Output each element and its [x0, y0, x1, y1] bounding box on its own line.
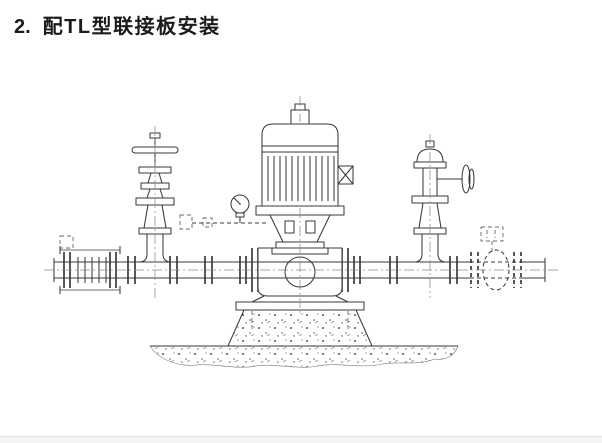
section-number: 2.	[14, 16, 31, 38]
gauge-cock-symbol	[179, 214, 193, 230]
pressure-gauge-assembly	[179, 194, 266, 230]
page-bottom-edge	[0, 436, 602, 443]
installation-diagram	[44, 96, 558, 368]
left-riser	[138, 234, 172, 263]
expansion-joint	[59, 235, 121, 294]
right-riser	[413, 234, 447, 263]
foundation	[227, 309, 373, 347]
ground	[149, 345, 459, 368]
section-title: 配TL型联接板安装	[42, 16, 221, 38]
coupling-detail-symbol	[480, 226, 504, 242]
centerlines	[44, 96, 558, 316]
section-heading: 2. 配TL型联接板安装	[14, 10, 221, 39]
globe-valve	[411, 140, 475, 235]
aux-fitting-symbol	[59, 235, 74, 249]
flexible-coupling	[470, 226, 522, 291]
gauge-needle	[233, 197, 241, 205]
handwheel	[461, 164, 471, 194]
motor-body	[261, 123, 339, 207]
electric-motor	[255, 103, 354, 216]
main-pipeline	[53, 258, 546, 282]
